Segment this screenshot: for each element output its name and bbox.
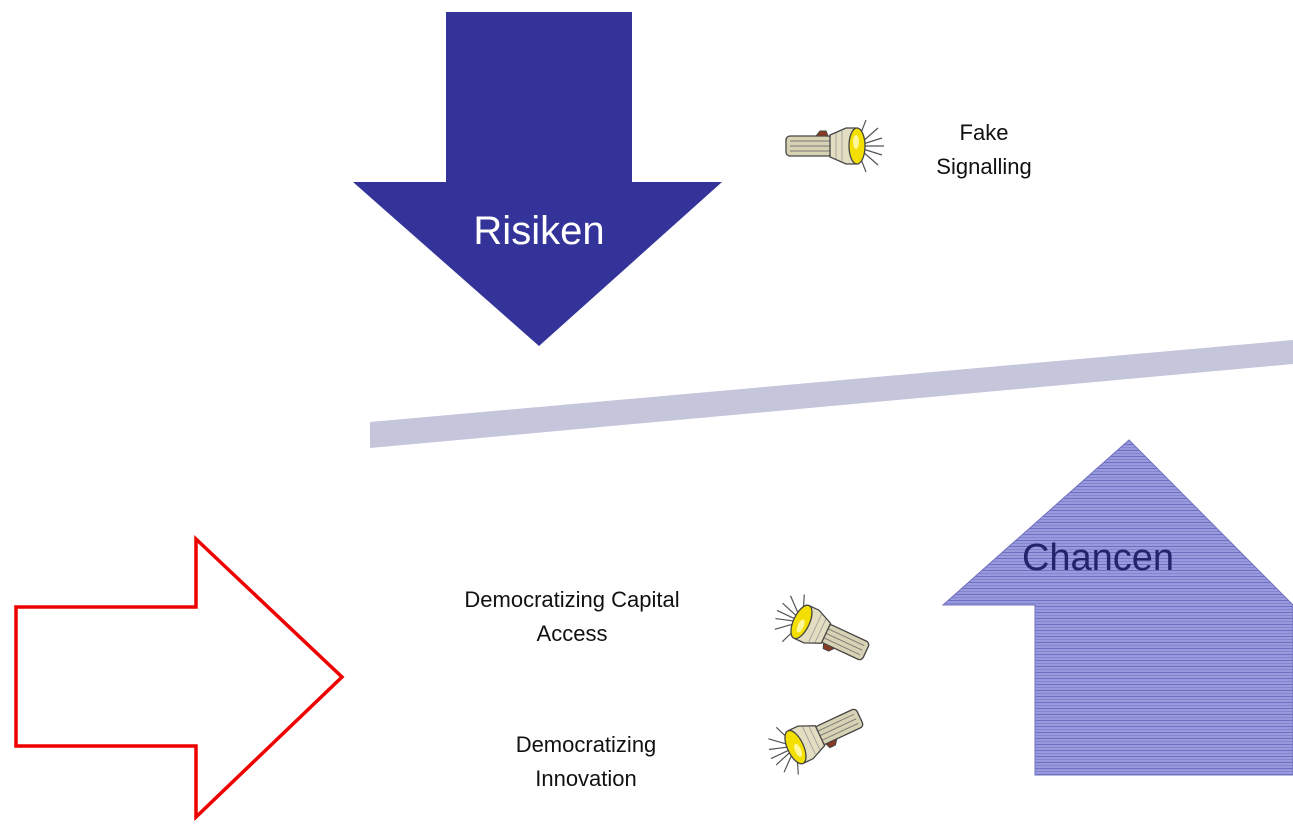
democratizing-capital-access-line2: Access: [537, 621, 608, 646]
flashlight-icon: [759, 692, 872, 783]
democratizing-innovation-label: Democratizing Innovation: [516, 732, 657, 791]
divider-band: [370, 340, 1293, 448]
risiken-label: Risiken: [473, 209, 604, 253]
fake-signalling-label: Fake Signalling: [936, 120, 1031, 179]
flashlight-icon: [765, 586, 878, 677]
democratizing-capital-access-line1: Democratizing Capital: [464, 587, 679, 612]
chancen-label: Chancen: [1022, 537, 1174, 579]
risiken-arrow: Risiken: [353, 12, 722, 346]
red-outline-arrow: [14, 534, 345, 822]
democratizing-capital-access-label: Democratizing Capital Access: [464, 587, 679, 646]
fake-signalling-line2: Signalling: [936, 154, 1031, 179]
fake-signalling-line1: Fake: [960, 120, 1009, 145]
democratizing-innovation-line1: Democratizing: [516, 732, 657, 757]
flashlight-icon: [785, 119, 885, 173]
democratizing-innovation-line2: Innovation: [535, 766, 637, 791]
chancen-arrow: Chancen: [941, 439, 1293, 776]
